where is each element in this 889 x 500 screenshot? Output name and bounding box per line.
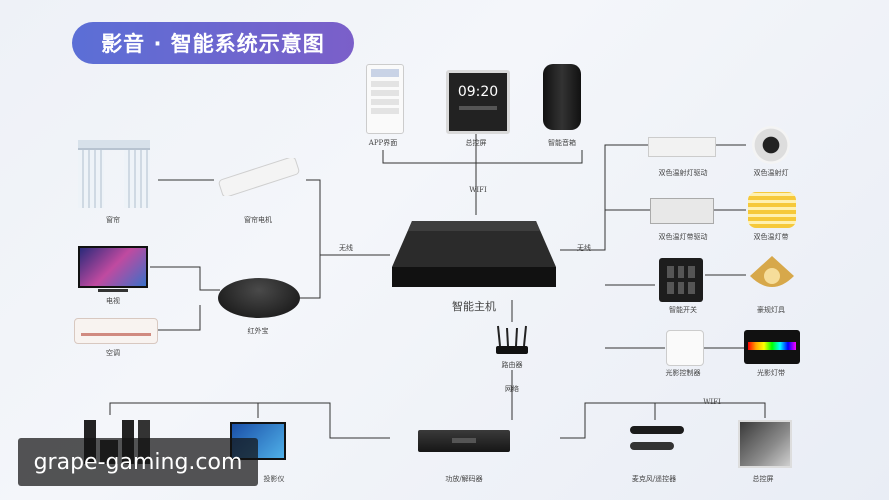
label-curtain: 窗帘 [106, 216, 120, 224]
label-hub: 智能主机 [452, 300, 496, 313]
label-router: 路由器 [501, 361, 523, 369]
label-projector: 投影仪 [263, 475, 285, 483]
control-screen-device: 09:20 [446, 70, 510, 134]
mic-remote-icon [630, 426, 684, 462]
label-strip-driver: 双色温灯带驱动 [658, 233, 708, 241]
label-network: 网络 [505, 385, 519, 393]
hub-box-icon [392, 221, 556, 287]
spot-driver-icon [648, 137, 716, 157]
label-smart-speaker: 智能音箱 [548, 139, 576, 147]
label-wifi-top: WIFI [469, 186, 487, 194]
strip-driver-icon [650, 198, 714, 224]
curtain-icon [78, 140, 150, 208]
tv-icon [78, 246, 148, 292]
light-controller-icon [666, 330, 704, 366]
strip-light-icon [748, 192, 796, 228]
label-switch: 智能开关 [669, 306, 697, 314]
curtain-motor-icon [215, 156, 303, 198]
wire-top-bus [382, 130, 583, 215]
label-strip-light: 双色温灯带 [753, 233, 789, 241]
label-ir: 红外宝 [247, 327, 269, 335]
rgb-strip-icon [744, 330, 800, 364]
label-spot-light: 双色温射灯 [753, 169, 789, 177]
wire-right-bus [560, 144, 665, 349]
chandelier-icon [746, 254, 798, 296]
label-light-ctrl: 光影控制器 [665, 369, 701, 377]
label-control-screen: 总控屏 [465, 139, 487, 147]
label-rgb-strip: 光影灯带 [757, 369, 785, 377]
router-icon [494, 324, 530, 356]
ir-blaster-icon [218, 278, 300, 318]
smart-switch-icon [659, 258, 703, 302]
watermark: grape-gaming.com [18, 438, 258, 486]
ac-icon [74, 318, 158, 344]
label-spot-driver: 双色温射灯驱动 [658, 169, 708, 177]
smart-speaker-device [543, 64, 581, 130]
smart-hub-device [390, 217, 558, 293]
page-title: 影音 · 智能系统示意图 [72, 22, 354, 64]
label-tv: 电视 [106, 297, 120, 305]
wire-curtain-motor [298, 179, 321, 299]
wire-tv [150, 266, 220, 291]
label-wireless-right: 无线 [577, 244, 591, 252]
label-chandelier: 豪规灯具 [757, 306, 785, 314]
label-ac: 空调 [106, 349, 120, 357]
label-curtain-motor: 窗帘电机 [244, 216, 272, 224]
label-app: APP界面 [368, 139, 398, 147]
amplifier-icon [418, 430, 510, 452]
label-wireless-left: 无线 [339, 244, 353, 252]
wire-bottom-right [560, 402, 766, 439]
wall-panel-icon [738, 420, 792, 468]
wire-bottom-left [109, 402, 390, 439]
label-mic: 麦克风/遥控器 [631, 475, 677, 483]
spot-light-icon [752, 126, 790, 164]
label-wifi-bottom: WIFI [703, 398, 721, 406]
wire-ac [158, 305, 201, 331]
screen-time: 09:20 [457, 84, 499, 100]
label-panel: 总控屏 [752, 475, 774, 483]
app-screen-device [366, 64, 404, 134]
label-amp: 功放/解码器 [445, 475, 483, 483]
